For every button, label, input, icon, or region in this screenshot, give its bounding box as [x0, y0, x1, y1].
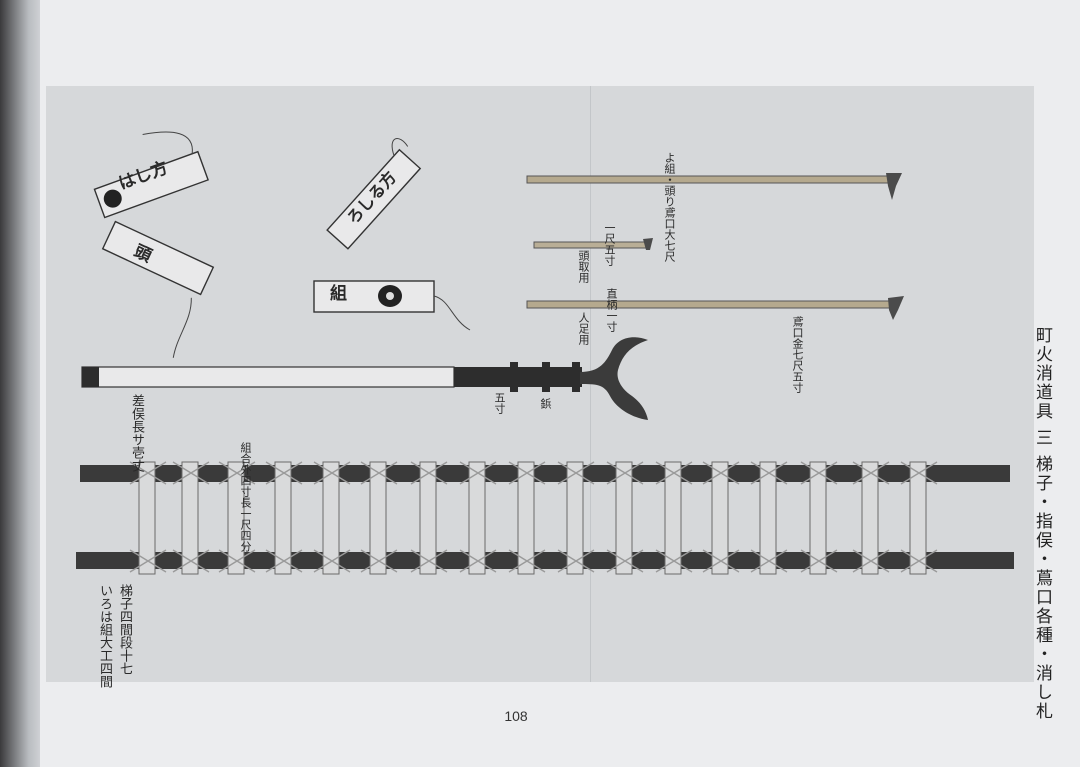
page-caption: 町火消道具 三 梯子・指俣・蔦口各種・消し札: [1030, 326, 1055, 721]
fuda-tag-1: [93, 131, 209, 219]
annotation-sasumata-iron: 五寸: [493, 392, 506, 414]
annotation-tobi-mid: 鳶口金七尺五寸: [791, 316, 804, 393]
annotation-sasumata: 差俣長サ壱丈: [129, 394, 144, 472]
annotation-ladder-right: いろは組大工四間: [97, 584, 112, 688]
caption-items: 梯子・指俣・蔦口各種・消し札: [1032, 454, 1052, 721]
caption-title: 町火消道具: [1032, 326, 1052, 421]
annotation-pole-length: 直柄一寸: [605, 288, 618, 332]
tobiguchi-mid: [526, 296, 904, 320]
annotation-pole-use: 人足用: [577, 312, 590, 345]
fuda-tag-2: [101, 220, 215, 358]
sasumata: [81, 337, 648, 420]
fuda-tag-4: [313, 280, 471, 331]
fuda-tag-3: [326, 138, 422, 250]
annotation-ladder-left: 梯子四間段十七: [117, 584, 132, 675]
fuda-tag-4-text: 組: [330, 284, 347, 304]
tobiguchi-large: [526, 173, 902, 200]
page-number: 108: [504, 708, 528, 724]
annotation-tobi-small: 一尺五寸: [603, 222, 616, 266]
ladder: [76, 461, 1014, 575]
caption-number: 三: [1032, 428, 1052, 448]
annotation-tobi-large: よ組・頭り鳶口大七尺: [663, 152, 676, 262]
tobiguchi-small: [533, 238, 653, 250]
annotation-tobi-small-use: 頭取用: [577, 250, 590, 283]
annotation-sasumata-tip: 鋲: [539, 398, 552, 409]
annotation-fuda-note: 組合外四寸長一尺四分: [239, 442, 252, 552]
